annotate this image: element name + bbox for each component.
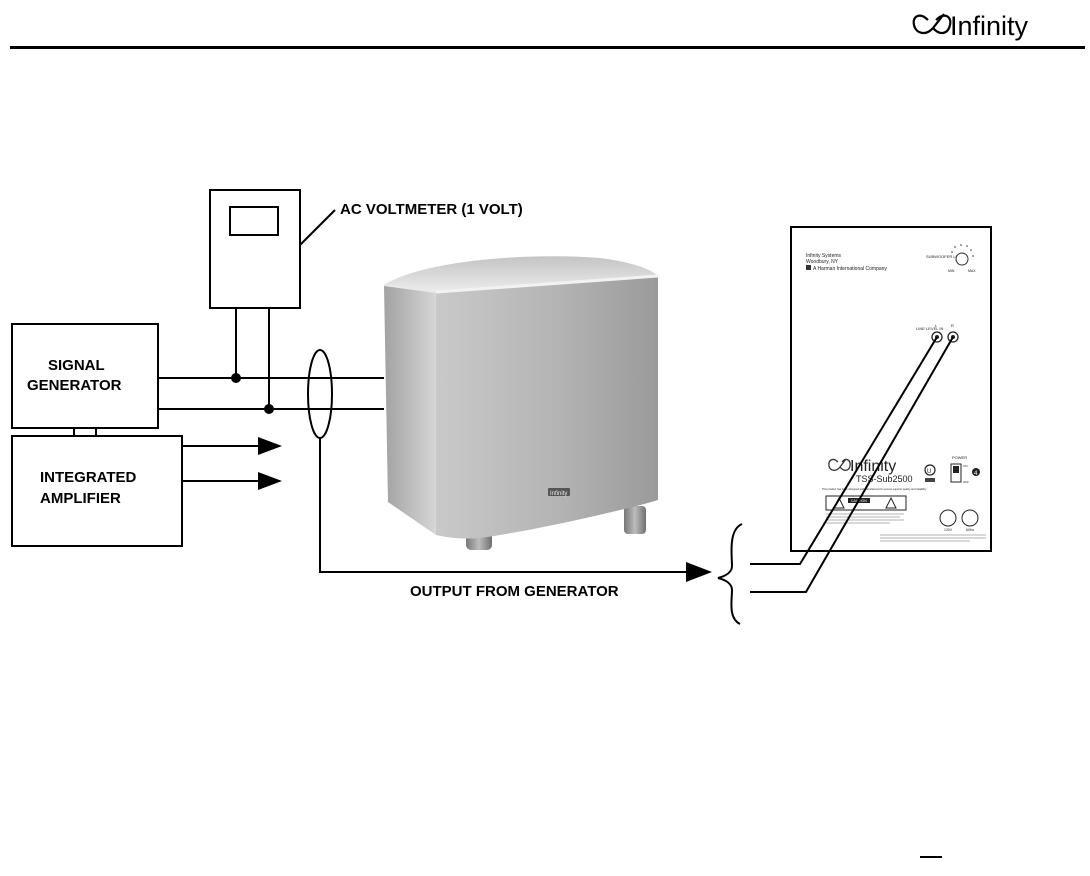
level-label: SUBWOOFER LEVEL [926,254,967,259]
rear-model: TSS-Sub2500 [856,474,913,484]
signal-generator-label-2: GENERATOR [27,377,122,394]
level-scale-dots [951,244,974,257]
rear-company-line-1: Infinity Systems [806,253,842,259]
output-cable-group [307,349,712,582]
rear-company-line-2: Woodbury, NY [806,259,839,265]
subwoofer-cabinet: Infinity [383,256,659,550]
line-level-in-label: LINE LEVEL IN [916,326,944,331]
warning-triangle-icon [885,496,897,509]
integrated-amplifier: INTEGRATED AMPLIFIER [11,428,183,547]
rear-logo-text: Infinity [850,458,896,475]
output-label: OUTPUT FROM GENERATOR [410,583,619,600]
signal-generator-box [11,323,159,429]
certification-mark-icon [924,464,936,476]
svg-text:U: U [927,469,931,475]
arrow-head-icon [258,472,282,490]
infinity-logo-text: Infinity [950,11,1029,41]
signal-generator-label-1: SIGNAL [48,357,105,374]
numeral-text: 4 [974,471,978,477]
junction-dot [231,373,241,383]
junction-dot [264,404,274,414]
header-rule [10,46,1085,49]
power-on: ON [963,464,968,468]
ac-voltmeter: AC VOLTMETER (1 VOLT) [209,189,523,409]
level-min: MIN [948,269,955,273]
subwoofer-foot [624,506,646,534]
numeral-badge [972,468,980,476]
output-arrow-icon [686,562,712,582]
arrow-head-icon [258,437,282,455]
infinity-logo: Infinity [912,11,1029,41]
rear-company-line-3: A Harman International Company [813,266,887,272]
subwoofer-rear-panel: Infinity Systems Woodbury, NY A Harman I… [790,226,992,552]
level-max: MAX [968,269,976,273]
subwoofer-front-badge [548,488,570,496]
rear-voltage: 120V [944,528,953,532]
integrated-amplifier-label-2: AMPLIFIER [40,490,121,507]
cable-bundle-ellipse [307,349,333,439]
rear-round-port-icon [961,509,979,527]
infinity-mark-icon [912,13,952,35]
power-off: OFF [963,480,969,484]
integrated-amplifier-box [11,435,183,547]
input-left-label: L [935,323,938,328]
signal-generator: SIGNAL GENERATOR [11,323,159,429]
rear-freq: 60Hz [966,528,974,532]
input-cables [750,336,954,593]
output-brace [717,523,743,625]
rear-round-port-icon [939,509,957,527]
input-cable-left [750,336,938,565]
voltmeter-label: AC VOLTMETER (1 VOLT) [340,201,523,218]
voltmeter-callout-line [299,209,336,246]
subwoofer-front-badge-text: Infinity [550,491,567,497]
power-label: POWER [952,455,967,460]
infinity-mark-icon [828,458,851,471]
harman-mark-icon [806,265,811,270]
rear-model-note: This product has been designed and manuf… [822,487,927,491]
integrated-amplifier-label-1: INTEGRATED [40,469,137,486]
voltmeter-display [229,206,279,236]
input-right-label: R [951,323,954,328]
signal-lines [158,373,384,414]
input-cable-right [750,336,954,593]
output-line [319,438,690,573]
amplifier-output-arrows [182,437,282,490]
page-header: Infinity [10,11,1085,49]
page-mark [920,856,942,858]
level-knob-icon [955,252,969,266]
